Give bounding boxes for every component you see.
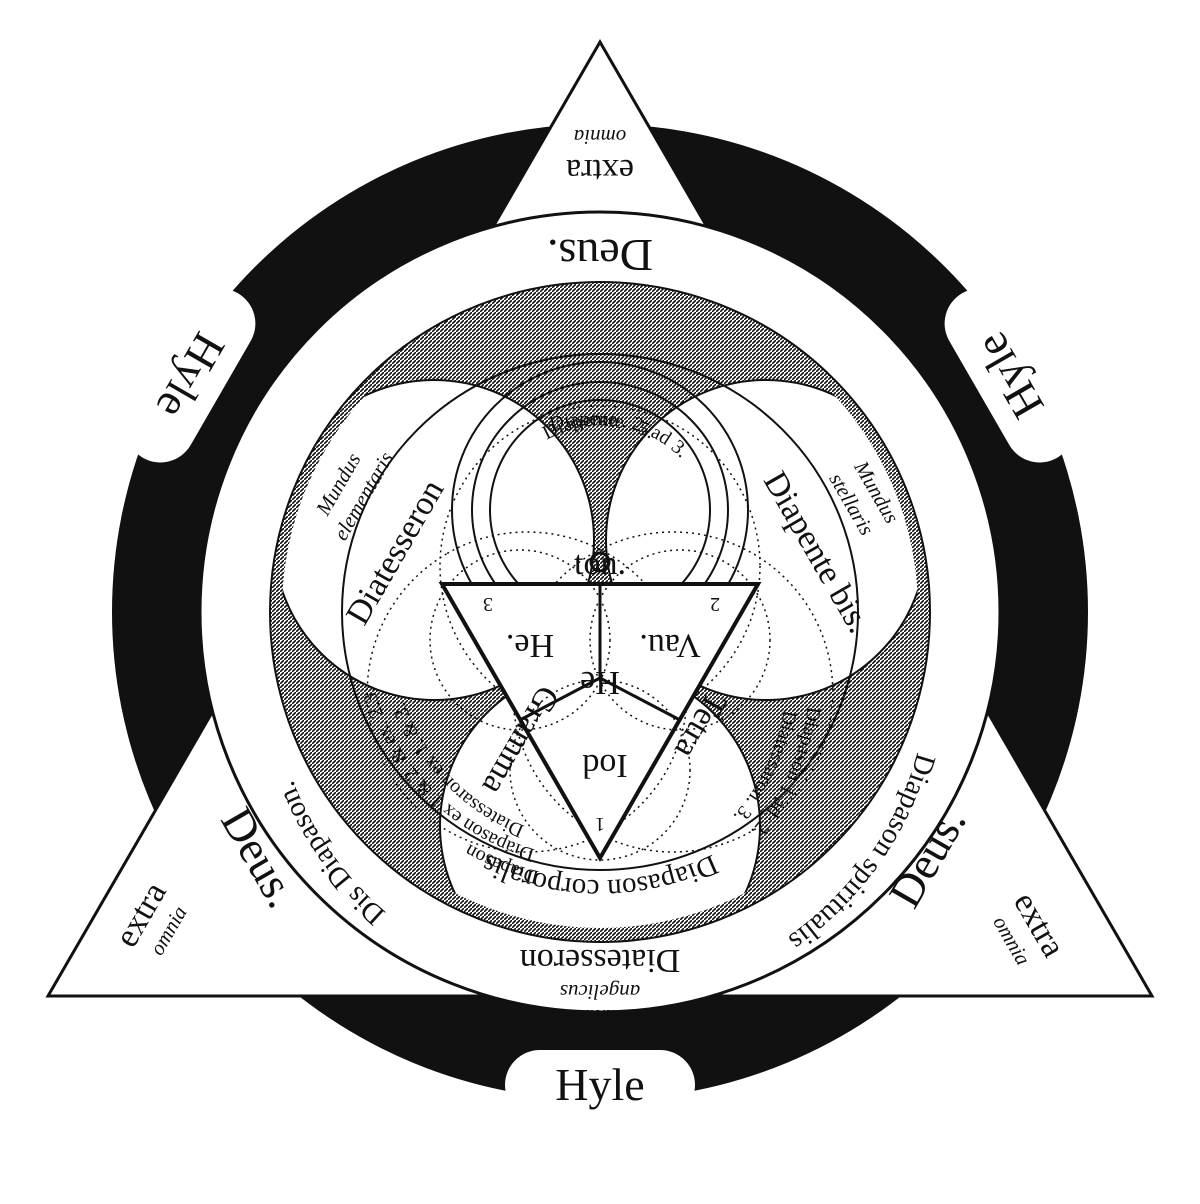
- num-2: 2: [710, 593, 720, 615]
- num-1: 1: [595, 813, 605, 835]
- deus-top: Deus.: [547, 230, 653, 281]
- he-dot: He.: [506, 627, 554, 664]
- mundus-ang: Mundus: [566, 1005, 635, 1029]
- hyle-bottom: Hyle: [505, 1050, 695, 1120]
- omnia-top: omnia: [574, 125, 627, 149]
- svg-text:Hyle: Hyle: [555, 1059, 644, 1110]
- ton: ton.: [574, 545, 626, 582]
- iod: Iod: [582, 747, 627, 784]
- he: He: [580, 664, 620, 701]
- extra-top: extra: [566, 152, 634, 189]
- center-point: [589, 551, 611, 573]
- angelicus: angelicus: [560, 980, 640, 1004]
- diatesseron-bottom: Diatesseron: [520, 942, 681, 979]
- vau: Vau.: [639, 627, 700, 664]
- num-3: 3: [483, 593, 493, 615]
